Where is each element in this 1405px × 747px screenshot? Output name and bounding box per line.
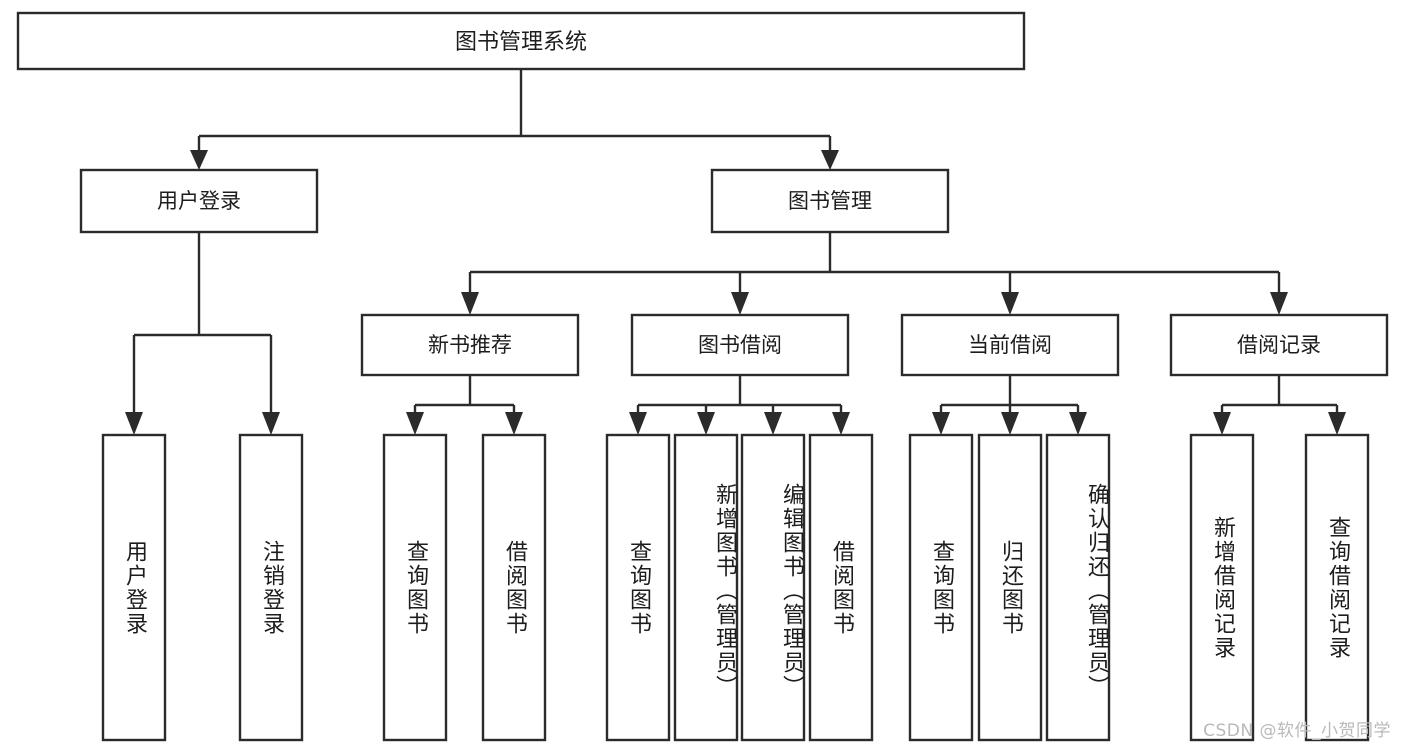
node-book-manage[interactable]: 图书管理 <box>710 168 950 234</box>
node-user-login-label: 用户登录 <box>157 189 241 213</box>
node-borrow-record[interactable]: 借阅记录 <box>1169 313 1389 377</box>
leaf-label-add-record: 新增借阅记录 <box>1209 515 1235 660</box>
leaf-box-query-record[interactable] <box>1304 433 1370 742</box>
leaf-box-borrow-book-2[interactable] <box>808 433 874 742</box>
leaf-label-borrow-book-2: 借阅图书 <box>828 539 854 636</box>
leaf-box-query-book-3[interactable] <box>908 433 974 742</box>
leaf-box-user-login[interactable] <box>101 433 167 742</box>
leaf-label-confirm-return: 确认归还（管理员） <box>1084 482 1109 699</box>
connector-book-manage-to-level3 <box>461 232 1288 315</box>
leaf-label-borrow-book-1: 借阅图书 <box>501 539 527 636</box>
leaf-label-return-book: 归还图书 <box>997 539 1023 636</box>
leaf-label-add-book: 新增图书（管理员） <box>712 482 737 699</box>
leaf-box-return-book[interactable] <box>977 433 1043 742</box>
node-book-borrow[interactable]: 图书借阅 <box>630 313 850 377</box>
node-book-borrow-label: 图书借阅 <box>698 333 782 357</box>
leaf-box-add-book[interactable] <box>673 433 739 742</box>
connector-current-borrow-to-leaves <box>932 375 1087 435</box>
leaf-box-query-book-1[interactable] <box>382 433 448 742</box>
leaf-label-query-book-1: 查询图书 <box>402 539 428 636</box>
node-current-borrow-label: 当前借阅 <box>968 333 1052 357</box>
connector-root-to-level2 <box>190 69 839 170</box>
node-book-manage-label: 图书管理 <box>788 189 872 213</box>
connector-borrow-record-to-leaves <box>1213 375 1346 435</box>
leaf-label-user-logout: 注销登录 <box>258 539 284 636</box>
node-current-borrow[interactable]: 当前借阅 <box>900 313 1120 377</box>
node-new-book-rec[interactable]: 新书推荐 <box>360 313 580 377</box>
node-root[interactable]: 图书管理系统 <box>16 11 1026 71</box>
leaf-box-borrow-book-1[interactable] <box>481 433 547 742</box>
node-new-book-rec-label: 新书推荐 <box>428 333 512 357</box>
leaf-label-edit-book: 编辑图书（管理员） <box>779 482 804 699</box>
connector-user-login-to-leaves <box>125 232 280 435</box>
node-borrow-record-label: 借阅记录 <box>1237 333 1321 357</box>
leaf-box-confirm-return[interactable] <box>1045 433 1111 742</box>
node-root-label: 图书管理系统 <box>455 30 587 55</box>
connector-new-book-rec-to-leaves <box>406 375 523 435</box>
leaf-box-add-record[interactable] <box>1189 433 1255 742</box>
leaf-box-query-book-2[interactable] <box>605 433 671 742</box>
leaf-label-query-book-3: 查询图书 <box>928 539 954 636</box>
leaf-box-user-logout[interactable] <box>238 433 304 742</box>
connector-book-borrow-to-leaves <box>629 375 850 435</box>
leaf-label-query-record: 查询借阅记录 <box>1324 515 1350 660</box>
leaf-box-edit-book[interactable] <box>740 433 806 742</box>
leaf-label-query-book-2: 查询图书 <box>625 539 651 636</box>
leaf-label-user-login: 用户登录 <box>121 539 147 636</box>
node-user-login[interactable]: 用户登录 <box>79 168 319 234</box>
